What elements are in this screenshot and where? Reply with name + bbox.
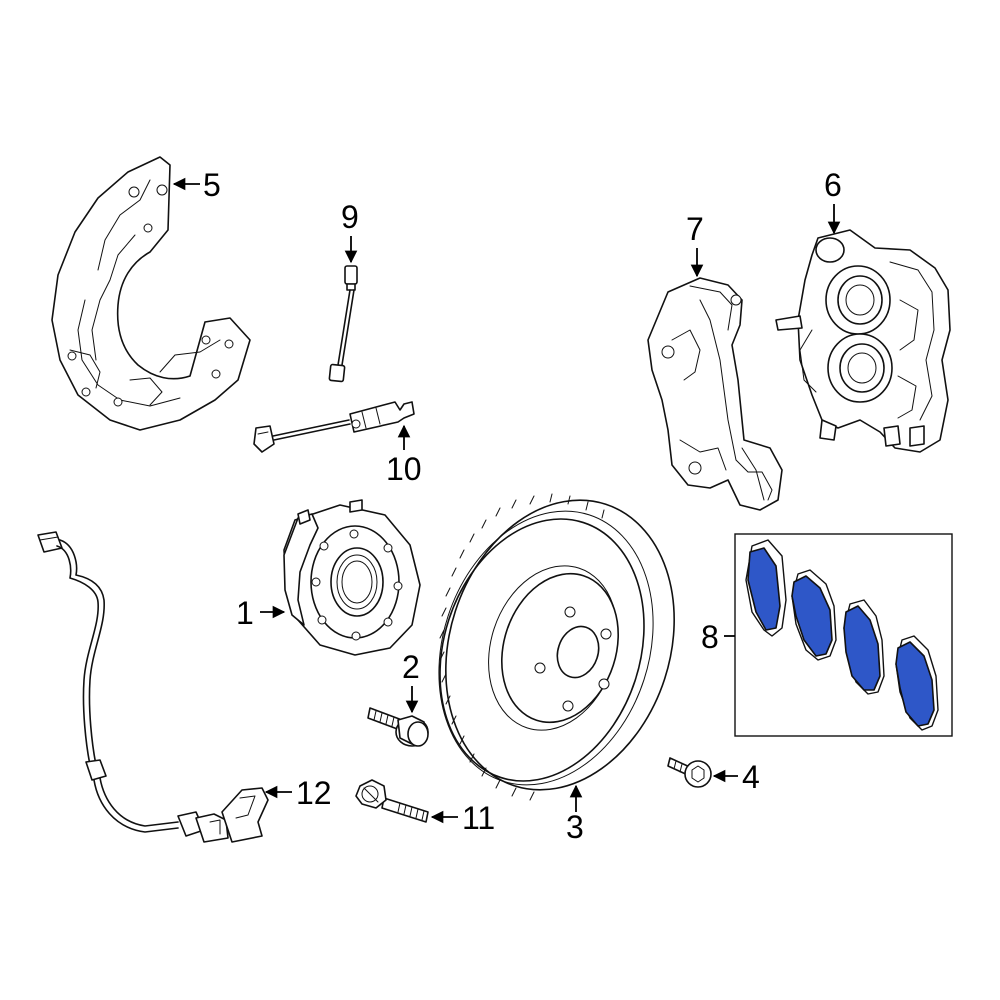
caliper-bracket-part[interactable] — [647, 277, 783, 511]
wheel-speed-sensor-part[interactable] — [37, 531, 269, 843]
brake-pad-wear-sensor-part[interactable] — [253, 401, 415, 453]
callout-4: 4 — [742, 759, 760, 795]
caliper-bolt-part[interactable] — [355, 779, 429, 823]
callout-1: 1 — [236, 595, 254, 631]
brake-rotor-part[interactable] — [405, 470, 711, 819]
callout-11: 11 — [462, 800, 495, 836]
callout-7: 7 — [686, 211, 704, 247]
callout-12: 12 — [296, 775, 332, 811]
callout-6: 6 — [824, 167, 842, 203]
dust-shield-part[interactable] — [51, 156, 251, 431]
callout-2: 2 — [402, 649, 420, 685]
brake-caliper-part[interactable] — [775, 229, 951, 453]
callout-8: 8 — [701, 619, 719, 655]
callout-10: 10 — [386, 451, 422, 487]
callout-5: 5 — [203, 167, 221, 203]
rotor-screw-part[interactable] — [667, 757, 712, 788]
hub-bolt-part[interactable] — [367, 707, 429, 747]
brake-pads-box[interactable] — [734, 533, 953, 737]
wheel-hub-part[interactable] — [283, 499, 421, 656]
wear-sensor-wire-part[interactable] — [328, 265, 358, 383]
callout-9: 9 — [341, 199, 359, 235]
leader-lines — [172, 177, 841, 824]
callout-3: 3 — [566, 809, 584, 845]
callout-labels: 5 9 10 7 6 1 2 3 4 8 11 12 — [203, 167, 842, 845]
